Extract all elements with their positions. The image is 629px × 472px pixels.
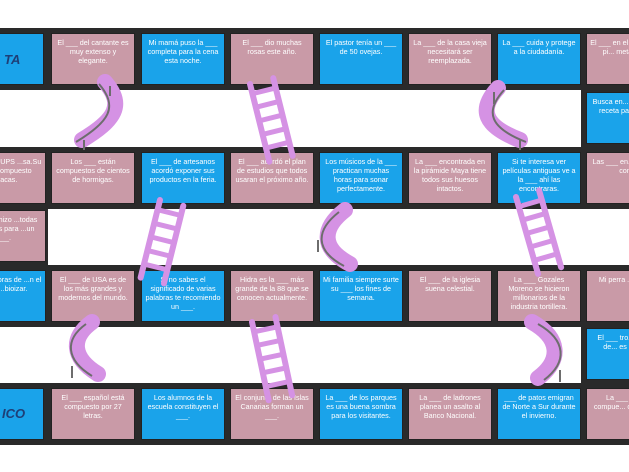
board-square[interactable]: Si te interesa ver películas antiguas ve… xyxy=(497,152,581,204)
slide-icon xyxy=(317,202,358,272)
board-square[interactable]: La ___ de los parques es una buena sombr… xyxy=(319,388,403,440)
board-square[interactable]: Las ___ en... están f... con... xyxy=(586,152,629,204)
board-square[interactable]: ...bejas ...oras de ...n el lugar ...bio… xyxy=(0,270,46,322)
board-square[interactable]: El ___ dio muchas rosas este año. xyxy=(230,33,314,85)
slide-icon xyxy=(478,80,528,150)
board-square[interactable]: Busca en... escoge l... receta pa... un … xyxy=(586,92,629,144)
board-square[interactable]: El ___ de USA es de los más grandes y mo… xyxy=(51,270,135,322)
board-square[interactable]: El ___ acordó el plan de estudios que to… xyxy=(230,152,314,204)
board-square[interactable]: El ___ tro... grande de... es el Am... xyxy=(586,328,629,380)
board-square[interactable]: La ___ de la casa vieja necesitará ser r… xyxy=(408,33,492,85)
board-square[interactable]: Los ___ están compuestos de cientos de h… xyxy=(51,152,135,204)
board-square[interactable]: El ___ del cantante es muy extenso y ele… xyxy=(51,33,135,85)
board-square[interactable]: La ___ de n... compue... cientos d... xyxy=(586,388,629,440)
board-square[interactable]: El ___ español está compuesto por 27 let… xyxy=(51,388,135,440)
board-square[interactable]: Hidra es la ___ más grande de la 88 que … xyxy=(230,270,314,322)
start-label: TA xyxy=(4,52,21,67)
slide-icon xyxy=(68,314,106,382)
board-square[interactable]: La ___ encontrada en la pirámide Maya ti… xyxy=(408,152,492,204)
board-square[interactable]: El conjunto de las Islas Canarias forman… xyxy=(230,388,314,440)
finish-square[interactable] xyxy=(0,388,44,440)
board-square[interactable]: ...colar de UPS ...sa.Su ___ ...compuest… xyxy=(0,152,46,204)
start-square[interactable] xyxy=(0,33,44,85)
board-square[interactable]: La ___ de ladrones planea un asalto al B… xyxy=(408,388,492,440)
board-square[interactable]: La ___ cuida y protege a la ciudadanía. xyxy=(497,33,581,85)
board-square[interactable]: La ___ Gozales Moreno se hicieron millon… xyxy=(497,270,581,322)
board-square[interactable]: El ___ de la iglesia suena celestial. xyxy=(408,270,492,322)
board-square[interactable]: Si no sabes el significado de varias pal… xyxy=(141,270,225,322)
board-square[interactable]: Los alumnos de la escuela constituyen el… xyxy=(141,388,225,440)
board-square[interactable]: El ___ en el tem... tiene pi... metales … xyxy=(586,33,629,85)
board-square[interactable]: ...ro nos hizo ...todas las ...das para … xyxy=(0,210,46,262)
board-square[interactable]: Mi mamá puso la ___ completa para la cen… xyxy=(141,33,225,85)
slide-icon xyxy=(74,74,124,150)
finish-label: ICO xyxy=(2,406,26,421)
slide-icon xyxy=(524,314,563,386)
board-square[interactable]: El ___ de artesanos acordó exponer sus p… xyxy=(141,152,225,204)
board-square[interactable]: Mi familia siempre surte su ___ los fine… xyxy=(319,270,403,322)
board-square[interactable]: Los músicos de la ___ practican muchas h… xyxy=(319,152,403,204)
board-square[interactable]: El pastor tenía un ___ de 50 ovejas. xyxy=(319,33,403,85)
board-square[interactable]: ___ de patos emigran de Norte a Sur dura… xyxy=(497,388,581,440)
board-square[interactable]: Mi perra ... de 6 ... xyxy=(586,270,629,322)
